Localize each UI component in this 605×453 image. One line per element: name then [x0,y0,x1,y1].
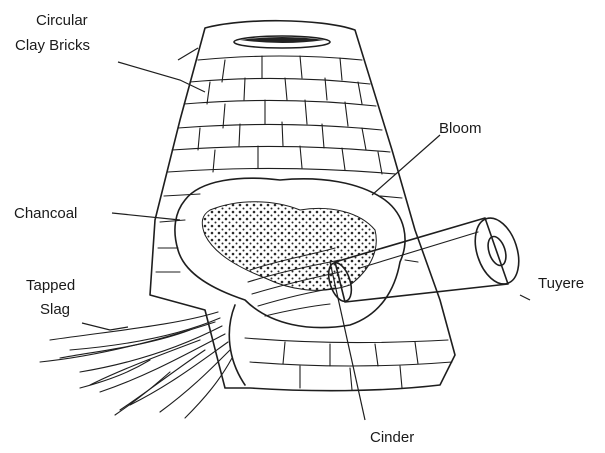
label-bloom: Bloom [439,120,482,137]
leader-charcoal [112,213,180,220]
label-tapped-slag-line2: Slag [40,301,70,318]
furnace-body [150,21,455,391]
label-tapped-slag-line1: Tapped [26,277,75,294]
tapped-slag [40,305,245,418]
charcoal-bloom-mass [175,178,405,327]
leader-tuyere [520,295,530,300]
label-circular-clay-bricks-line1: Circular [36,12,88,29]
label-charcoal: Chancoal [14,205,77,222]
leader-bloom [372,135,440,195]
label-tuyere: Tuyere [538,275,584,292]
leader-slag [82,323,128,330]
label-circular-clay-bricks-line2: Clay Bricks [15,37,90,54]
leader-bricks-top [178,48,198,60]
label-cinder: Cinder [370,429,414,446]
